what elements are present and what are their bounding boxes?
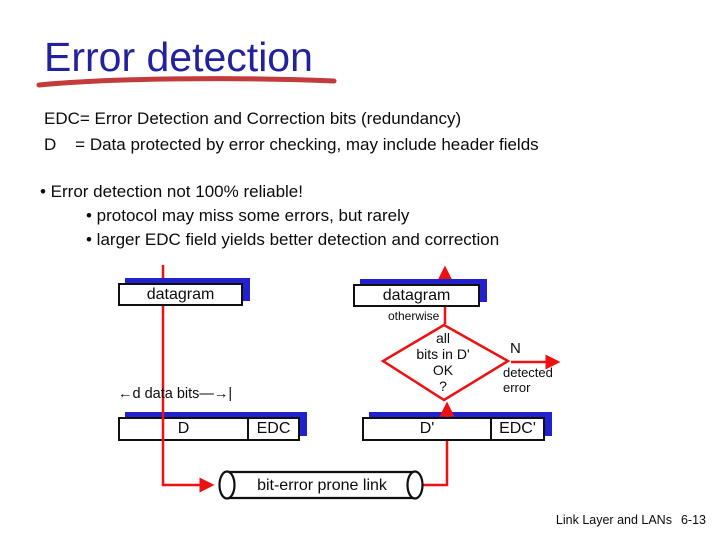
footer-text: Link Layer and LANs [555, 513, 672, 527]
otherwise-label: otherwise [388, 309, 440, 323]
detected-error-label: detected error [503, 365, 553, 395]
intro-line-2: D = Data protected by error checking, ma… [44, 135, 539, 154]
edc-prime-field: EDC' [490, 419, 543, 439]
diamond-line-1: all [435, 330, 450, 346]
edc-field: EDC [247, 419, 298, 439]
decision-diamond [380, 323, 511, 402]
detected-error-line-2: error [503, 380, 531, 395]
diamond-text: all bits in D' OK ? [393, 330, 493, 394]
sender-datagram-label: datagram [146, 285, 215, 303]
diamond-line-3: OK [432, 362, 454, 378]
title-underline [36, 76, 337, 88]
d-data-bits-label: ←d data bits—→| [118, 386, 233, 402]
bullet-reliability: • Error detection not 100% reliable! [40, 182, 303, 201]
link-to-receiver-line [423, 441, 449, 487]
receiver-frame-box: D' EDC' [362, 417, 545, 441]
diamond-line-2: bits in D' [416, 346, 470, 362]
d-prime-field: D' [419, 420, 435, 437]
intro-line-1: EDC= Error Detection and Correction bits… [44, 109, 462, 128]
link-label: bit-error prone link [257, 477, 387, 494]
footer-page-number: 6-13 [680, 513, 706, 527]
page-title: Error detection [44, 34, 313, 80]
d-field: D [177, 420, 190, 437]
receiver-datagram-box: datagram [353, 284, 480, 307]
slide-footer: Link Layer and LANs 6-13 [556, 513, 706, 527]
link-cylinder [218, 470, 424, 500]
bullet-protocol-miss: • protocol may miss some errors, but rar… [86, 206, 410, 225]
detected-error-line-1: detected [503, 365, 553, 380]
sender-frame-box: D EDC [118, 417, 300, 441]
sender-flow-arrow [161, 265, 215, 493]
receiver-datagram-label: datagram [382, 286, 451, 304]
sender-datagram-box: datagram [118, 283, 243, 306]
n-branch-label: N [510, 340, 521, 357]
bullet-larger-edc: • larger EDC field yields better detecti… [86, 230, 500, 249]
diamond-line-4: ? [439, 378, 447, 394]
